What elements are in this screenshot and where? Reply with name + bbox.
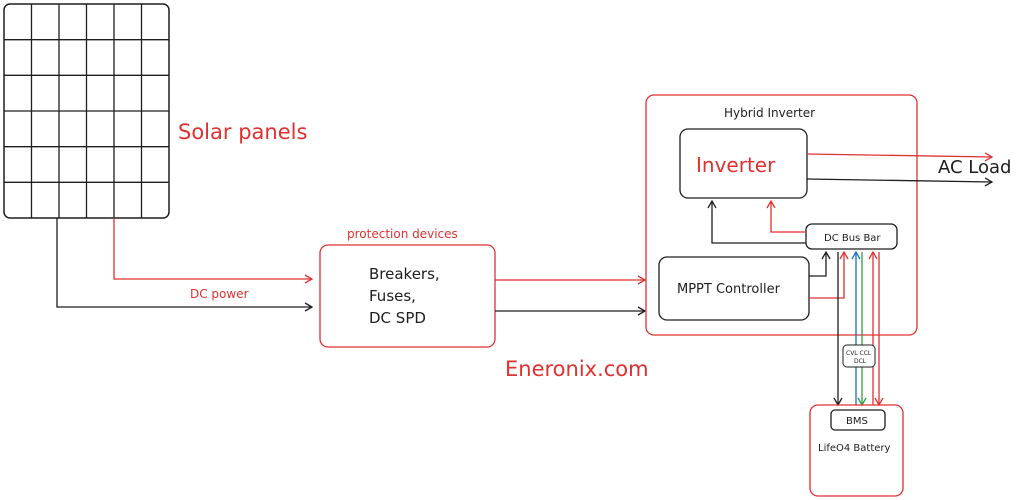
mppt-controller-box: [658, 256, 810, 321]
cvl-ccl-dcl-tag: [842, 344, 876, 368]
protection-devices-label: protection devices: [347, 227, 458, 241]
battery-box: [809, 404, 904, 497]
inverter-box: [679, 128, 808, 199]
panel-positive-wire: [113, 218, 314, 284]
dc-spd-label: DC SPD: [369, 309, 426, 327]
bms-box: [830, 409, 886, 431]
busbar-to-inverter-positive: [766, 199, 806, 233]
ac-output-neutral-wire: [806, 177, 994, 187]
dcl-label: DCL: [854, 358, 867, 365]
dc-bus-bar-box: [805, 223, 898, 250]
solar-panels-label: Solar panels: [178, 120, 307, 144]
breakers-label: Breakers,: [369, 265, 440, 283]
watermark-text: Eneronix.com: [505, 357, 649, 381]
busbar-to-inverter-negative: [707, 199, 806, 244]
dc-power-label: DC power: [190, 287, 249, 301]
mppt-to-busbar-negative: [809, 250, 831, 277]
panel-negative-wire: [56, 218, 314, 312]
mppt-controller-label: MPPT Controller: [677, 282, 781, 297]
mppt-to-busbar-positive: [809, 250, 849, 299]
hybrid-inverter-label: Hybrid Inverter: [724, 106, 815, 120]
protection-devices-box: [319, 244, 496, 348]
inverter-label: Inverter: [696, 153, 776, 177]
fuses-label: Fuses,: [369, 287, 416, 305]
solar-panel-icon: [3, 3, 170, 219]
hybrid-inverter-box: [645, 94, 918, 336]
cvl-ccl-label: CVL CCL: [846, 350, 872, 357]
bms-label: BMS: [846, 416, 868, 427]
ac-output-live-wire: [806, 152, 994, 162]
dc-bus-bar-label: DC Bus Bar: [824, 233, 881, 244]
ac-load-label: AC Load: [938, 157, 1011, 178]
battery-label: LifeO4 Battery: [818, 443, 891, 454]
